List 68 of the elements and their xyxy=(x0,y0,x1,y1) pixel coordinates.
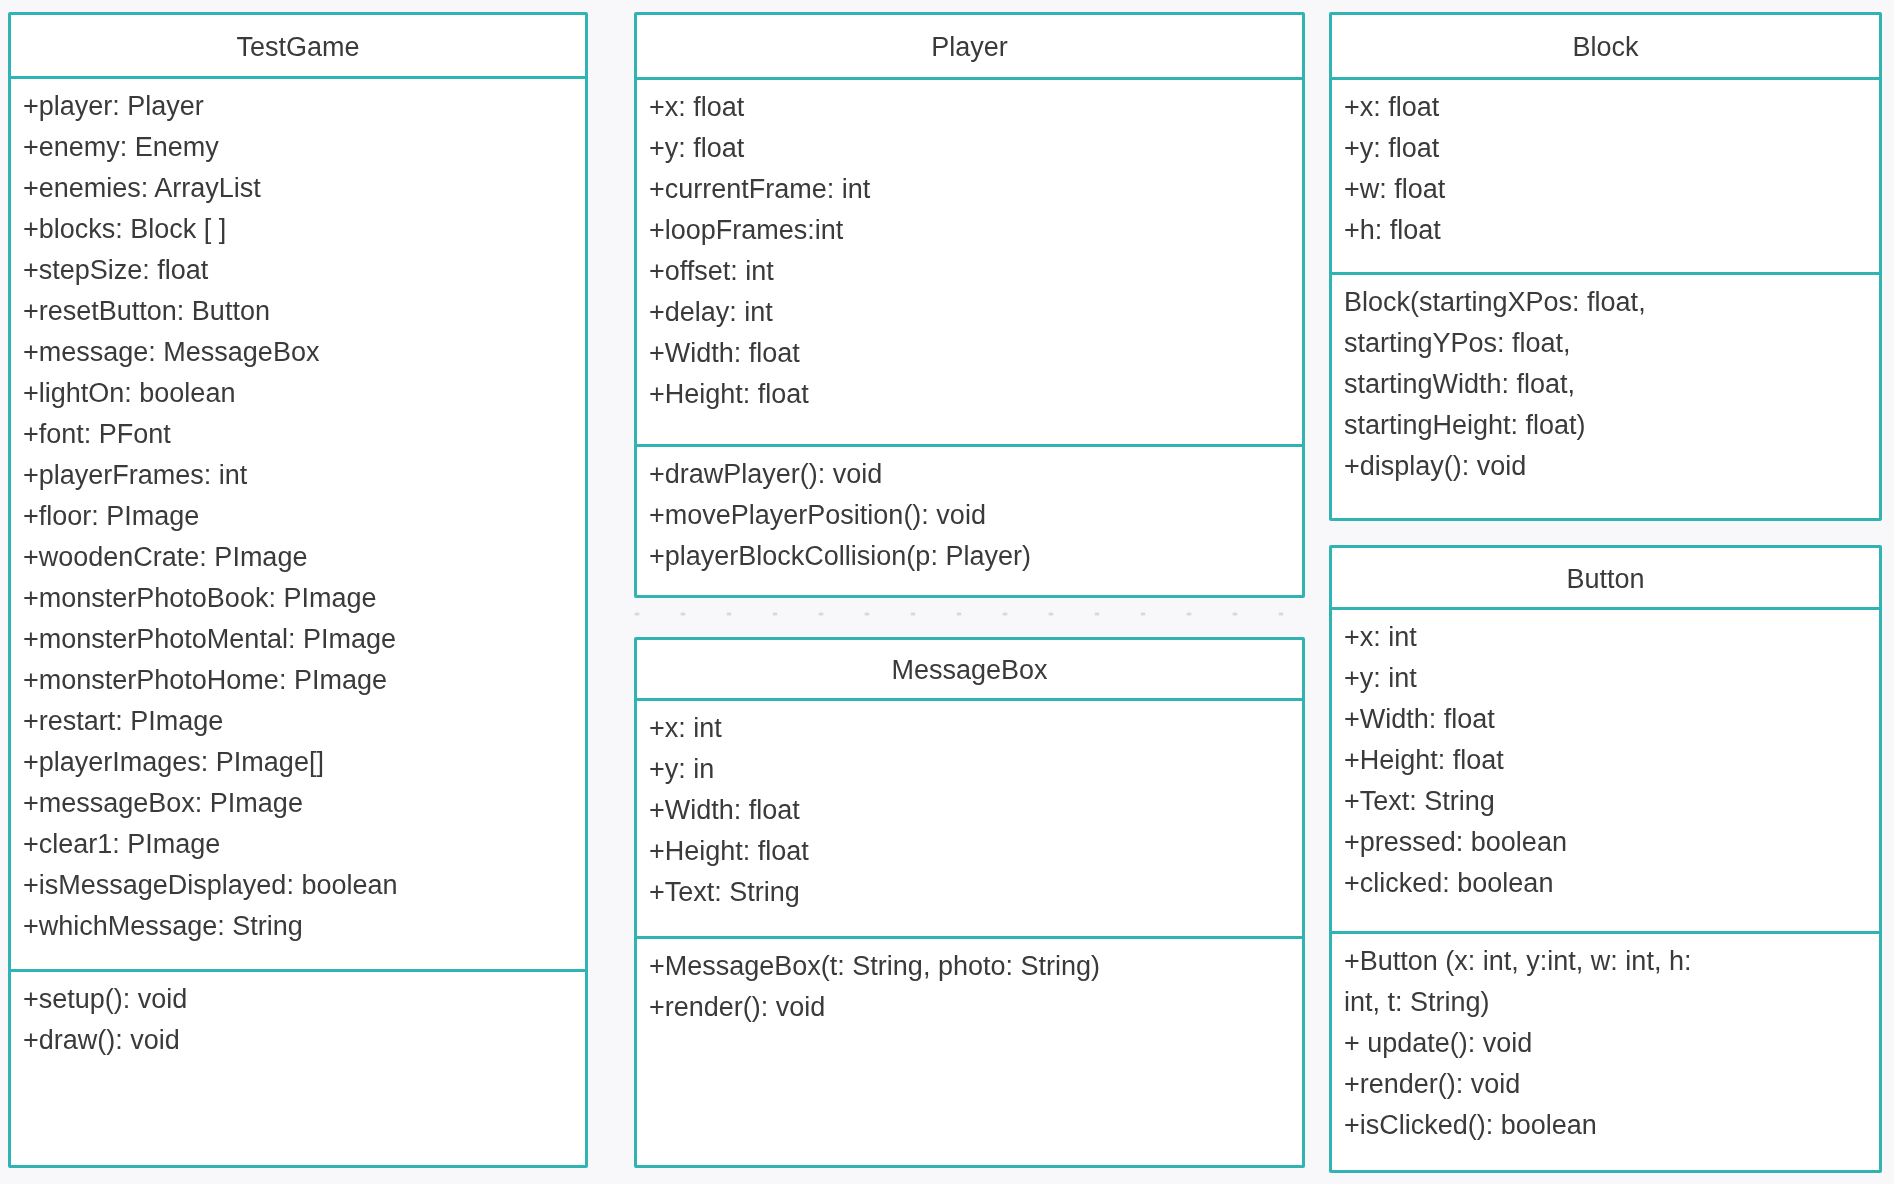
class-box xyxy=(8,12,588,1168)
attribute-text: +loopFrames:int xyxy=(649,214,844,247)
attribute-text: +lightOn: boolean xyxy=(23,377,236,410)
attribute-text: +playerImages: PImage[] xyxy=(23,746,324,779)
attribute-text: +player: Player xyxy=(23,90,204,123)
method-text: +render(): void xyxy=(1344,1068,1521,1101)
attribute-text: +y: int xyxy=(1344,662,1417,695)
attribute-text: +enemies: ArrayList xyxy=(23,172,261,205)
attribute-text: +isMessageDisplayed: boolean xyxy=(23,869,398,902)
class-name: TestGame xyxy=(236,31,360,63)
class-name: Block xyxy=(1572,32,1639,63)
method-text: +playerBlockCollision(p: Player) xyxy=(649,540,1031,573)
attribute-text: +x: float xyxy=(1344,91,1440,124)
class-box xyxy=(1329,545,1882,1173)
attribute-text: +x: float xyxy=(649,91,745,124)
attribute-text: +clicked: boolean xyxy=(1344,867,1554,900)
attribute-text: +Width: float xyxy=(649,337,800,370)
method-text: +setup(): void xyxy=(23,983,188,1016)
class-box xyxy=(1329,12,1882,521)
method-text: +draw(): void xyxy=(23,1024,180,1057)
attribute-text: +Height: float xyxy=(649,378,809,411)
attribute-text: +Width: float xyxy=(1344,703,1495,736)
attribute-text: +resetButton: Button xyxy=(23,295,270,328)
attribute-text: +monsterPhotoMental: PImage xyxy=(23,623,396,656)
attribute-text: +floor: PImage xyxy=(23,500,200,533)
attribute-text: +monsterPhotoBook: PImage xyxy=(23,582,377,615)
attribute-text: +clear1: PImage xyxy=(23,828,221,861)
attribute-text: +x: int xyxy=(649,712,722,745)
attribute-text: +messageBox: PImage xyxy=(23,787,303,820)
attribute-text: +y: float xyxy=(649,132,745,165)
attribute-text: +x: int xyxy=(1344,621,1417,654)
attribute-text: +currentFrame: int xyxy=(649,173,871,206)
attribute-text: +pressed: boolean xyxy=(1344,826,1567,859)
attribute-text: +font: PFont xyxy=(23,418,171,451)
method-text: +display(): void xyxy=(1344,450,1527,483)
method-text: +Button (x: int, y:int, w: int, h: int, t: String) xyxy=(1344,945,1693,1019)
attribute-text: +Height: float xyxy=(649,835,809,868)
attribute-text: +Width: float xyxy=(649,794,800,827)
attribute-text: +w: float xyxy=(1344,173,1446,206)
attribute-text: +restart: PImage xyxy=(23,705,224,738)
method-text: +MessageBox(t: String, photo: String) xyxy=(649,950,1100,983)
attribute-text: +message: MessageBox xyxy=(23,336,320,369)
attribute-text: +Text: String xyxy=(1344,785,1495,818)
attribute-text: +h: float xyxy=(1344,214,1441,247)
attribute-text: +delay: int xyxy=(649,296,773,329)
attribute-text: +whichMessage: String xyxy=(23,910,303,943)
attribute-text: +Text: String xyxy=(649,876,800,909)
attribute-text: +y: float xyxy=(1344,132,1440,165)
class-box xyxy=(634,637,1305,1168)
attribute-text: +offset: int xyxy=(649,255,774,288)
attribute-text: +y: in xyxy=(649,753,715,786)
attribute-text: +blocks: Block [ ] xyxy=(23,213,227,246)
attribute-text: +stepSize: float xyxy=(23,254,209,287)
method-text: + update(): void xyxy=(1344,1027,1533,1060)
method-text: +isClicked(): boolean xyxy=(1344,1109,1597,1142)
attribute-text: +enemy: Enemy xyxy=(23,131,219,164)
method-text: +drawPlayer(): void xyxy=(649,458,883,491)
method-text: Block(startingXPos: float, startingYPos: float, startingWidth: float, startingHeight: float) xyxy=(1344,286,1647,442)
attribute-text: +woodenCrate: PImage xyxy=(23,541,308,574)
class-box xyxy=(634,12,1305,598)
attribute-text: +monsterPhotoHome: PImage xyxy=(23,664,387,697)
method-text: +render(): void xyxy=(649,991,826,1024)
method-text: +movePlayerPosition(): void xyxy=(649,499,986,532)
class-name: Player xyxy=(931,32,1008,63)
attribute-text: +Height: float xyxy=(1344,744,1504,777)
class-name: MessageBox xyxy=(891,655,1048,686)
class-name: Button xyxy=(1566,563,1645,595)
attribute-text: +playerFrames: int xyxy=(23,459,248,492)
